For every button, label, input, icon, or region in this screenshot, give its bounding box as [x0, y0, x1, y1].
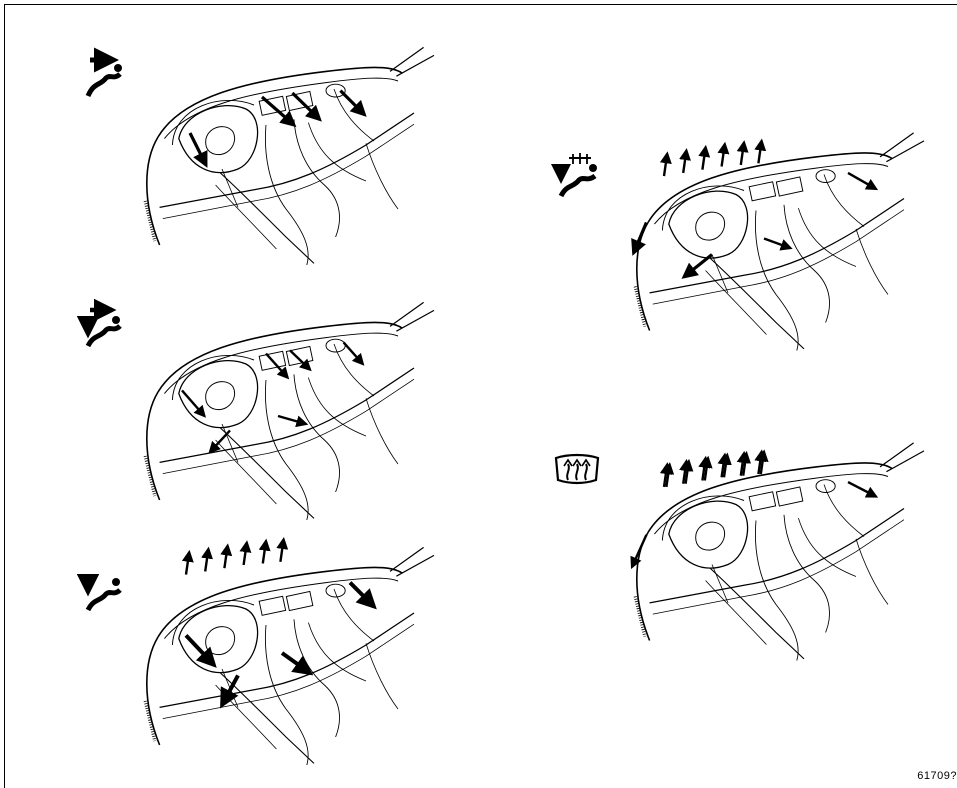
airflow-arrow: [210, 430, 230, 452]
airflow-arrow: [848, 173, 876, 189]
airflow-arrow: [848, 482, 876, 496]
airflow-arrow: [684, 255, 712, 277]
airflow-arrow: [282, 653, 310, 673]
panel-windscreen-defrost: [600, 395, 920, 670]
airflow-arrow: [764, 239, 790, 249]
panel-foot-defrost: [600, 90, 920, 355]
panel-face-vent: [110, 20, 430, 270]
panel-foot-vent: [110, 520, 430, 770]
airflow-arrow: [292, 93, 319, 119]
airflow-arrow: [634, 223, 647, 253]
dashboard-illustration: [110, 520, 430, 770]
airflow-arrow: [350, 583, 374, 607]
dashboard-illustration: [110, 275, 430, 525]
foot-vent-icon: [78, 570, 128, 625]
airflow-arrow: [186, 635, 214, 665]
airflow-arrow: [344, 342, 363, 364]
airflow-arrow: [340, 91, 364, 115]
panel-bilevel-vent: [110, 275, 430, 525]
dashboard-illustration: [600, 395, 920, 670]
foot-defrost-icon: [553, 150, 605, 207]
airflow-arrow: [278, 416, 306, 424]
airflow-arrow: [632, 535, 646, 567]
figure-reference-code: 61709?: [917, 770, 957, 782]
airflow-arrow: [664, 141, 762, 176]
dashboard-illustration: [110, 20, 430, 270]
airflow-arrow: [186, 539, 284, 574]
bilevel-vent-icon: [78, 302, 128, 357]
windscreen-defrost-icon: [552, 450, 602, 495]
dashboard-illustration: [600, 90, 920, 355]
airflow-arrow: [290, 350, 310, 369]
airflow-arrow: [182, 390, 204, 416]
face-vent-icon: [80, 52, 130, 107]
